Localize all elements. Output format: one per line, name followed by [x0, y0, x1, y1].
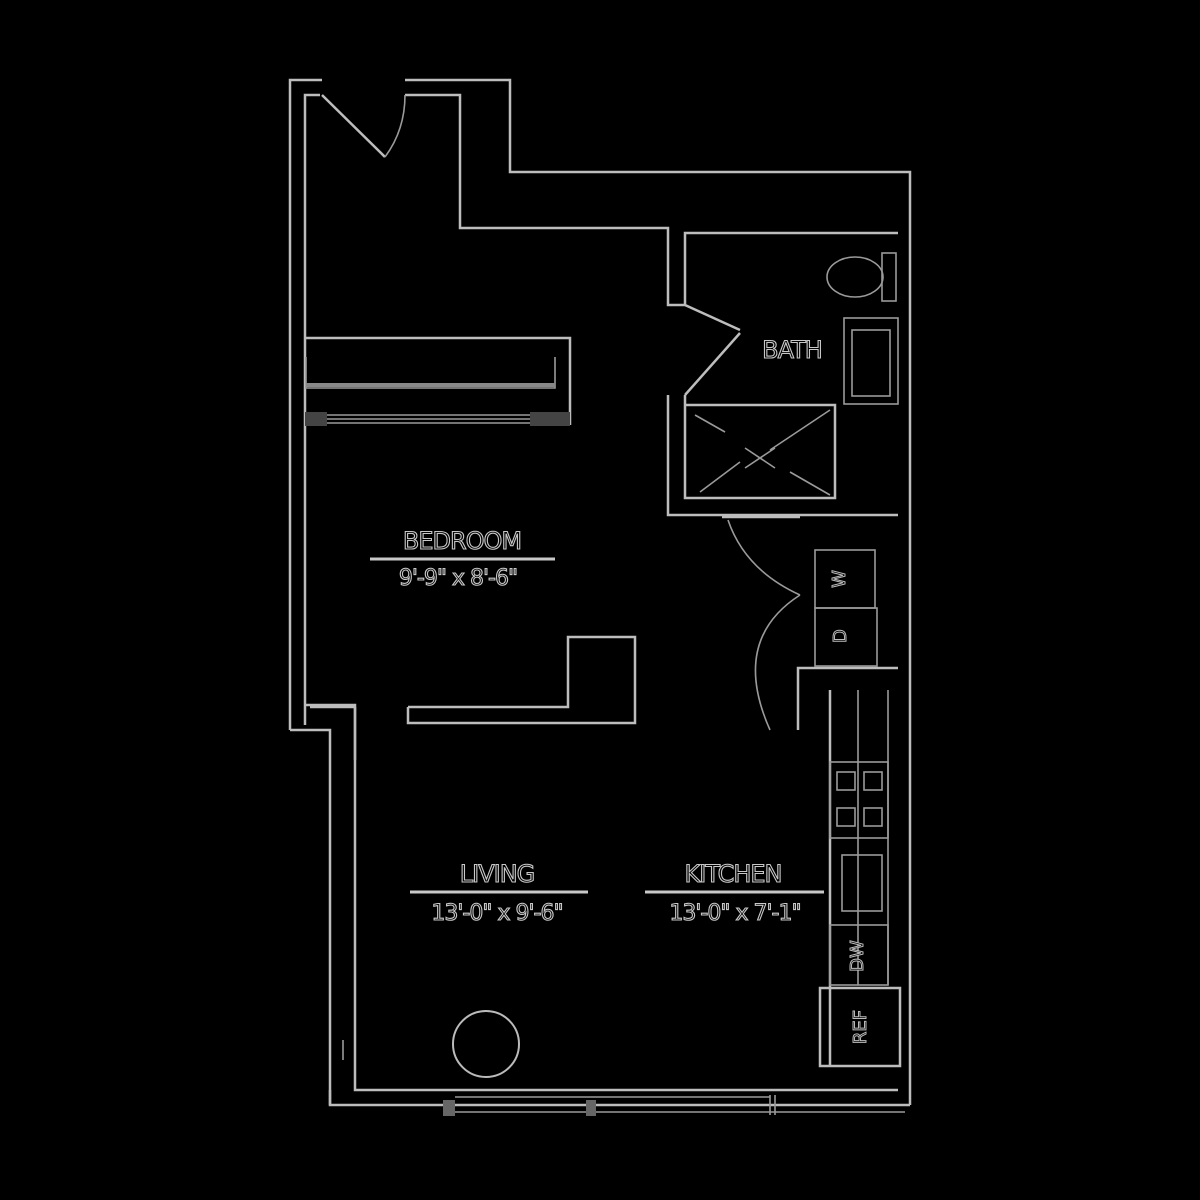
dryer	[814, 607, 878, 667]
room-label-kitchen: KITCHEN 13'-0" x 7'-1"	[645, 859, 824, 927]
svg-text:13'-0" x 9'-6": 13'-0" x 9'-6"	[431, 901, 562, 926]
bedroom-partition	[310, 635, 637, 760]
room-label-bath: BATH	[762, 335, 824, 364]
cooktop-burners	[836, 771, 883, 827]
dishwasher-label: DW	[847, 940, 868, 972]
windows	[443, 1095, 905, 1116]
svg-text:BEDROOM: BEDROOM	[403, 527, 521, 555]
bedroom-closet	[305, 336, 572, 426]
svg-text:9'-9" x 8'-6": 9'-9" x 8'-6"	[399, 566, 517, 591]
column	[452, 1010, 520, 1078]
kitchen-sink	[841, 854, 883, 912]
svg-text:KITCHEN: KITCHEN	[685, 860, 782, 888]
laundry-closet	[722, 515, 898, 731]
washer-label: W	[829, 570, 850, 588]
svg-text:LIVING: LIVING	[460, 860, 535, 888]
dryer-label: D	[830, 629, 851, 643]
dishwasher	[829, 924, 889, 986]
svg-text:13'-0" x 7'-1": 13'-0" x 7'-1"	[669, 901, 800, 926]
entry-door	[321, 94, 406, 158]
svg-text:BATH: BATH	[762, 336, 822, 364]
kitchen-counter	[818, 690, 902, 1068]
room-label-bedroom: BEDROOM 9'-9" x 8'-6"	[370, 526, 555, 592]
bathroom	[666, 252, 899, 517]
refrigerator	[818, 986, 902, 1068]
exterior-walls	[288, 78, 912, 1107]
room-label-living: LIVING 13'-0" x 9'-6"	[410, 859, 588, 927]
refrigerator-label: REF	[850, 1010, 871, 1044]
